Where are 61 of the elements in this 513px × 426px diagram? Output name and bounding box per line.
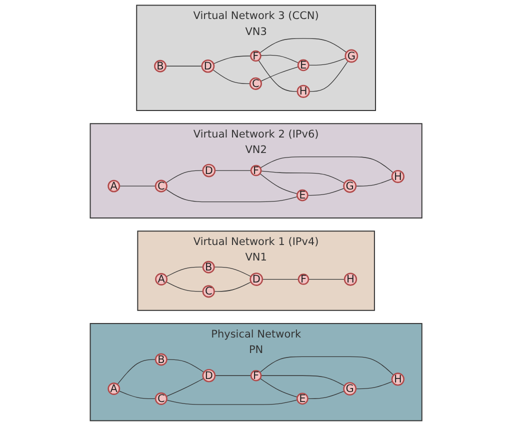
node-circle: G: [344, 382, 357, 396]
connector: [260, 66, 300, 82]
connector: [261, 375, 346, 386]
connector: [308, 188, 345, 196]
connector: [262, 278, 300, 280]
node-circle: H: [392, 372, 405, 386]
node-circle: B: [155, 353, 168, 366]
connector: [356, 178, 394, 186]
node-circle: F: [298, 274, 310, 285]
connector: [261, 170, 346, 184]
node-circle: D: [202, 59, 216, 73]
connector: [258, 60, 298, 92]
node-circle: D: [250, 272, 264, 286]
connector: [214, 282, 252, 292]
connector: [117, 359, 156, 385]
node-circle: H: [297, 84, 310, 98]
connector: [214, 266, 252, 277]
connector: [119, 390, 156, 400]
connector: [166, 359, 205, 373]
connector: [356, 381, 394, 390]
node-circle: B: [154, 60, 167, 72]
node-circle: G: [344, 179, 357, 193]
connector: [166, 378, 204, 397]
connector: [260, 54, 300, 64]
connector: [166, 170, 204, 184]
connector: [166, 266, 204, 278]
node-circle: G: [345, 49, 359, 63]
node-circle: C: [155, 392, 168, 405]
node-circle: E: [296, 392, 309, 405]
node-circle: D: [202, 164, 216, 178]
connector: [260, 173, 298, 194]
node-circle: E: [296, 189, 309, 202]
node-circle: C: [202, 285, 216, 298]
node-circle: F: [250, 164, 262, 176]
connector: [308, 278, 346, 280]
node-circle: B: [202, 260, 216, 274]
node-circle: H: [344, 272, 358, 286]
connector: [260, 356, 394, 376]
node-circle: A: [108, 382, 121, 395]
connector: [260, 378, 298, 398]
node-circle: A: [108, 180, 121, 192]
node-circle: C: [155, 180, 168, 192]
connector: [212, 69, 251, 84]
node-circle: A: [156, 273, 168, 286]
node-circle: C: [250, 77, 262, 90]
connector: [308, 58, 347, 66]
connector: [214, 56, 252, 64]
connector: [215, 170, 252, 171]
node-circle: D: [202, 368, 216, 382]
connector: [166, 400, 298, 405]
connector: [309, 60, 349, 92]
connector: [166, 188, 298, 202]
node-circle: F: [250, 370, 262, 382]
connector: [215, 375, 252, 376]
connector: [260, 156, 394, 174]
node-circle: H: [392, 170, 405, 184]
node-circle: E: [298, 59, 310, 72]
connector: [166, 282, 204, 292]
node-circle: F: [250, 50, 262, 62]
connector: [260, 38, 348, 54]
connector: [308, 390, 346, 400]
